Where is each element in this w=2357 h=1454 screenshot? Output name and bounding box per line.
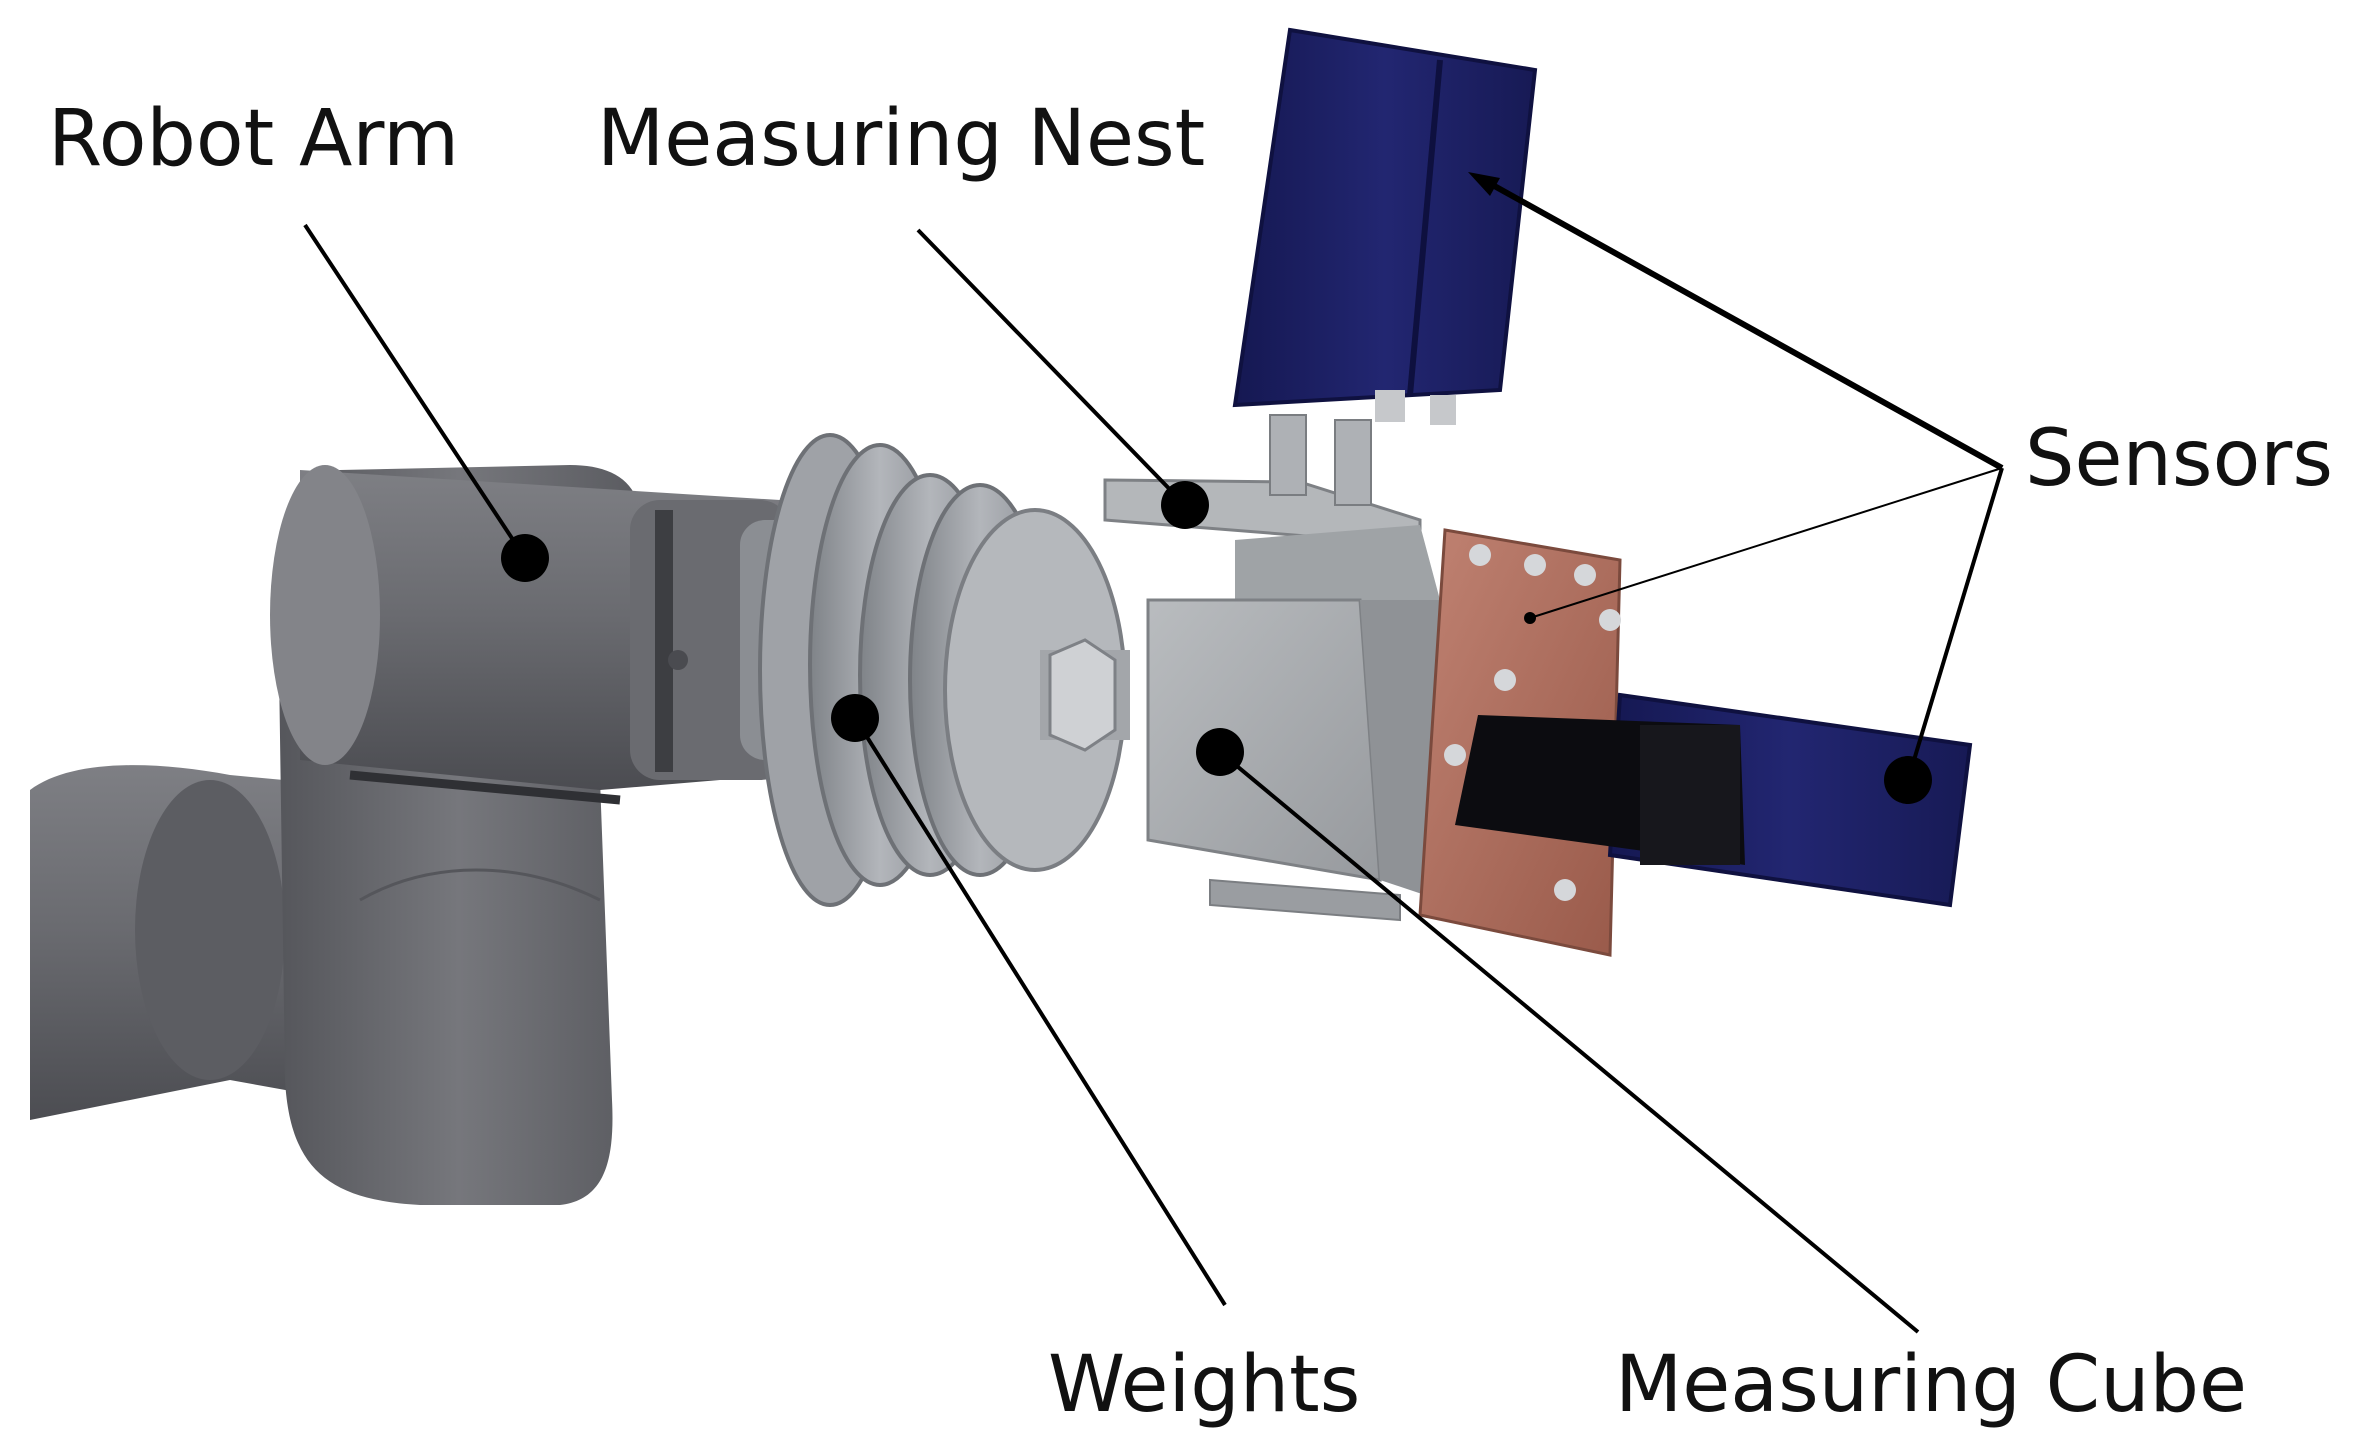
robot-arm xyxy=(30,465,830,1205)
sensor-top-body xyxy=(1232,27,1538,408)
sensor-top-edge xyxy=(1407,59,1443,396)
leader-line-sensors-plate xyxy=(1529,467,2003,619)
label-sensors: Sensors xyxy=(2025,414,2334,504)
copper-plate-bolt xyxy=(1524,554,1546,576)
measuring-cube-side xyxy=(1360,600,1440,900)
sensor-top-connector xyxy=(1430,395,1456,425)
leader-dot-measuring-cube xyxy=(1196,728,1244,776)
label-measuring-cube: Measuring Cube xyxy=(1615,1340,2248,1430)
robot-arm-shoulder-cap xyxy=(270,465,380,765)
sensor-top-connector xyxy=(1375,390,1405,422)
copper-plate-bolt xyxy=(1599,609,1621,631)
weights xyxy=(740,433,1130,907)
sensor-top xyxy=(1232,27,1538,425)
leader-line-robot-arm xyxy=(303,223,527,560)
robot-arm-bolt xyxy=(668,650,688,670)
copper-plate-bolt xyxy=(1469,544,1491,566)
leader-lines xyxy=(303,172,2004,1334)
label-measuring-nest: Measuring Nest xyxy=(597,94,1206,184)
leader-line-weights xyxy=(853,716,1227,1307)
leader-line-measuring-cube xyxy=(1218,750,1920,1334)
label-weights: Weights xyxy=(1048,1340,1361,1430)
leader-line-sensors-side xyxy=(1906,467,2004,781)
robot-arm-elbow-band xyxy=(349,770,621,805)
weights-nut xyxy=(1048,638,1117,752)
leader-dot-measuring-nest xyxy=(1161,481,1209,529)
sensor-side-cap xyxy=(1640,725,1740,865)
robot-arm-lower-joint-cap xyxy=(135,780,285,1080)
leader-dot-weights xyxy=(831,694,879,742)
leader-dot-robot-arm xyxy=(501,534,549,582)
leader-dot-sensors-plate xyxy=(1524,612,1536,624)
measuring-cube-front xyxy=(1146,598,1382,882)
copper-plate-bolt xyxy=(1444,744,1466,766)
nest-post-right xyxy=(1334,419,1372,506)
leader-line-measuring-nest xyxy=(916,228,1187,507)
copper-plate-bolt xyxy=(1574,564,1596,586)
nest-post-left xyxy=(1269,414,1307,496)
measuring-cube-assembly xyxy=(1103,414,1622,957)
leader-line-sensors-top xyxy=(1478,175,2004,471)
sensor-side xyxy=(1455,692,1973,908)
leader-dot-sensors-side xyxy=(1884,756,1932,804)
copper-plate-bolt xyxy=(1494,669,1516,691)
copper-plate-bolt xyxy=(1554,879,1576,901)
measuring-cube-top xyxy=(1235,525,1440,610)
leader-arrowhead-sensors-top xyxy=(1468,172,1500,196)
label-robot-arm: Robot Arm xyxy=(48,94,460,184)
measuring-cube-base xyxy=(1209,878,1401,922)
robot-arm-wrist-ring xyxy=(655,510,673,772)
